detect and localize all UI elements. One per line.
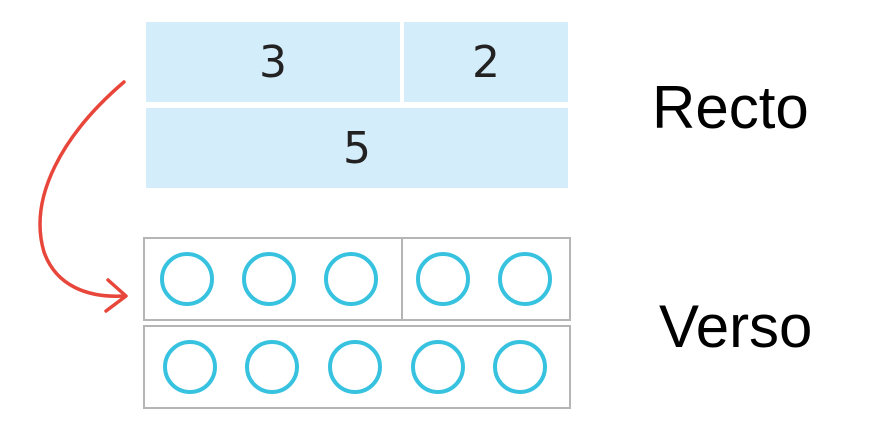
recto-part-a: 3 xyxy=(146,22,400,102)
circle-counter-icon xyxy=(411,340,465,394)
verso-frames xyxy=(143,237,571,411)
recto-label: Recto xyxy=(652,74,809,141)
circle-counter-icon xyxy=(416,252,470,306)
recto-top-bar: 3 2 xyxy=(146,22,568,102)
circle-counter-icon xyxy=(328,340,382,394)
verso-bottom-frame xyxy=(143,325,571,409)
circle-counter-icon xyxy=(245,340,299,394)
arrow-curve xyxy=(38,80,126,298)
circle-counter-icon xyxy=(493,340,547,394)
verso-top-frame xyxy=(143,237,571,321)
recto-whole-bar: 5 xyxy=(146,108,568,188)
circle-counter-icon xyxy=(498,252,552,306)
circle-counter-icon xyxy=(160,252,214,306)
circle-counter-icon xyxy=(242,252,296,306)
arrow-head xyxy=(104,278,128,313)
verso-label: Verso xyxy=(659,293,813,360)
circle-counter-icon xyxy=(324,252,378,306)
recto-divider xyxy=(400,22,404,102)
recto-part-b: 2 xyxy=(404,22,568,102)
verso-frame-divider xyxy=(401,239,403,319)
circle-counter-icon xyxy=(163,340,217,394)
